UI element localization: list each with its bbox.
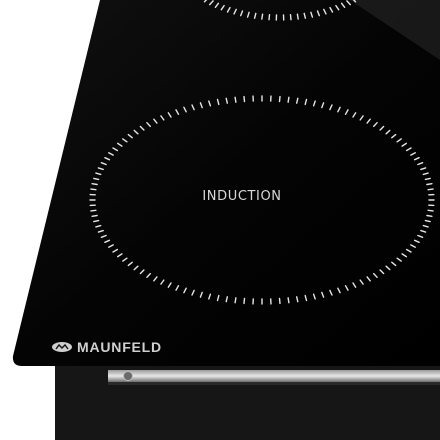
glass-cooktop <box>12 0 440 366</box>
cooking-zone-markings <box>89 0 435 305</box>
induction-zone-ring <box>89 95 435 305</box>
upper-zone-ring <box>203 0 357 21</box>
trim-screw-icon <box>123 371 133 381</box>
brand-name: MAUNFELD <box>77 339 162 355</box>
induction-zone-label: INDUCTION <box>202 189 282 204</box>
front-metal-trim <box>108 370 440 382</box>
glass-reflection <box>350 0 440 60</box>
brand-logo: MAUNFELD <box>51 339 162 355</box>
maunfeld-logo-icon <box>52 342 72 352</box>
